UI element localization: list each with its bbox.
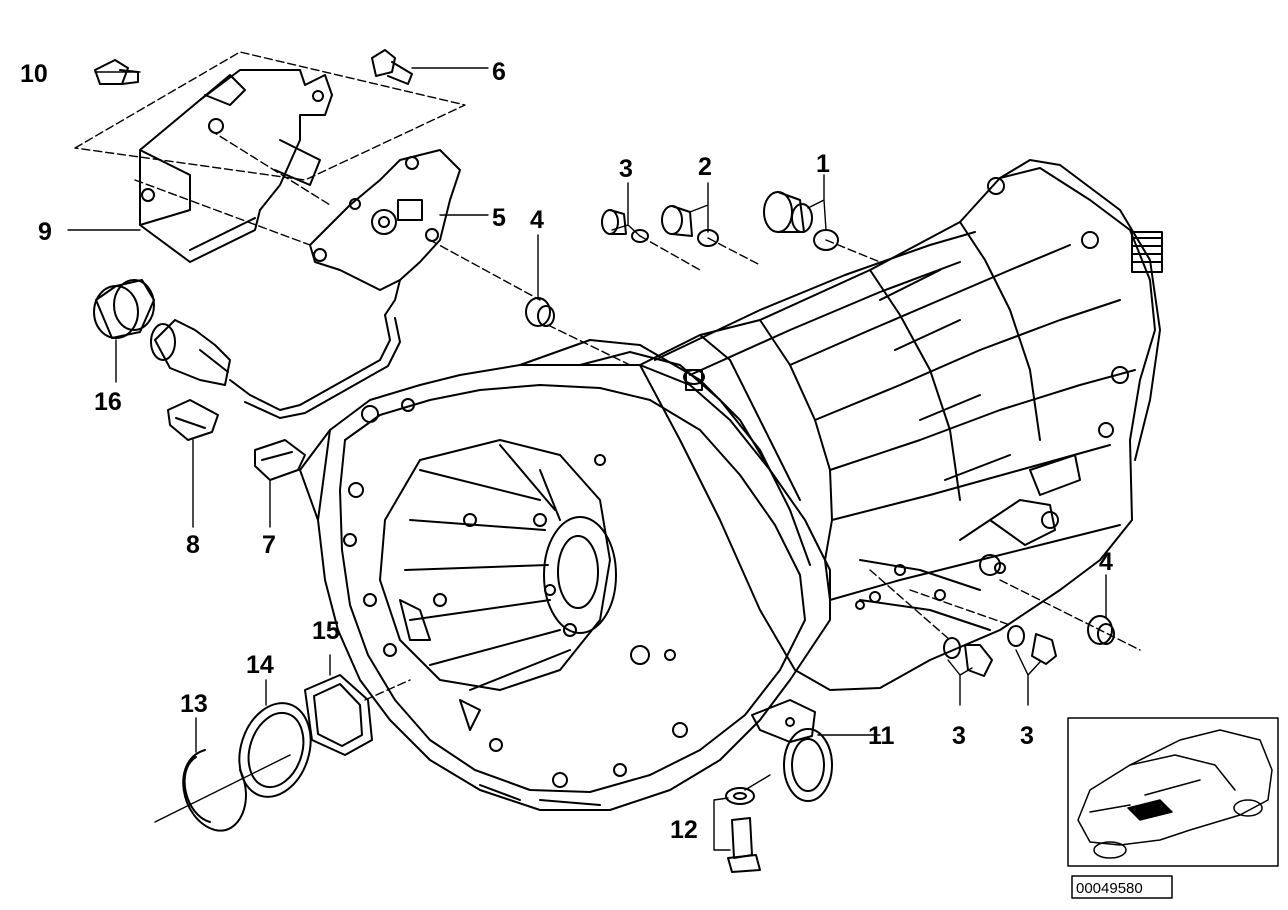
leader-lines [67,51,1141,851]
callout-1: 1 [816,150,830,178]
callout-16: 16 [94,388,122,416]
part-13-snap-ring [182,749,247,832]
part-14-ring [238,702,312,798]
part-1-plug [763,191,839,251]
bell-housing [299,339,831,811]
part-3-plug-top [601,209,649,243]
callout-labels: 10 6 9 5 4 3 2 1 16 8 7 4 15 14 13 11 3 … [20,58,1143,897]
part-9-bracket [139,69,333,263]
part-3-plug-bottom-right [1007,625,1057,665]
callout-7: 7 [262,531,276,559]
callout-13: 13 [180,690,208,718]
housing-top-cylinder [654,231,976,391]
callout-2: 2 [698,153,712,181]
callout-5: 5 [492,204,506,232]
callout-6: 6 [492,58,506,86]
callout-4-top: 4 [530,206,544,234]
part-4-seal-bottom [1087,615,1115,645]
callout-8: 8 [186,531,200,559]
callout-10: 10 [20,60,48,88]
part-16-connector [93,279,401,419]
callout-9: 9 [38,218,52,246]
callout-4-bottom: 4 [1099,548,1113,576]
callout-15: 15 [312,617,340,645]
callout-3-bottom-right: 3 [1020,722,1034,750]
part-8-clip [167,399,219,441]
part-3-plug-bottom-left [943,637,993,677]
gearbox-housing [639,159,1163,691]
part-4-seal-top [525,297,555,327]
part-6-bolt [371,49,413,85]
part-12-bolt [725,787,761,873]
part-11-bracket [751,699,833,802]
diagram-id-box [1071,875,1173,899]
car-location-thumbnail [1067,717,1279,867]
part-5-sensor-plate [309,149,461,316]
document-number: 00049580 [1076,880,1143,897]
callout-11: 11 [868,722,895,750]
part-15-gasket [304,674,373,756]
callout-12: 12 [670,816,698,844]
part-7-clip [254,439,306,481]
callout-14: 14 [246,651,274,679]
highlight-area [1127,799,1173,821]
callout-3-bottom-left: 3 [952,722,966,750]
callout-3-top: 3 [619,155,633,183]
part-10-bolt [94,59,139,85]
